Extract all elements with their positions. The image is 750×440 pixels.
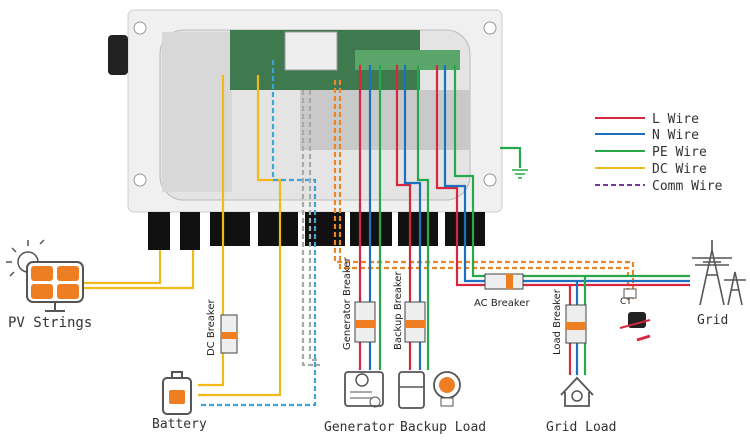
generator-label: Generator — [324, 420, 395, 435]
backup-load-label: Backup Load — [400, 420, 486, 435]
legend-label-comm: Comm Wire — [652, 179, 723, 194]
pv-panel-icon — [6, 239, 84, 312]
grid-label: Grid — [697, 313, 728, 328]
ct-sensor-icon — [619, 288, 651, 342]
load-breaker-label: Load Breaker — [552, 288, 563, 355]
dc-breaker-label: DC Breaker — [206, 299, 217, 356]
legend-label-l: L Wire — [652, 112, 699, 127]
grid-load-label: Grid Load — [546, 420, 616, 435]
inverter-unit — [108, 9, 503, 250]
generator-breaker-label: Generator Breaker — [342, 256, 353, 350]
house-icon — [560, 376, 594, 407]
legend: L Wire N Wire PE Wire DC Wire Comm Wire — [595, 112, 723, 194]
dc-breaker — [220, 314, 238, 354]
ac-breaker — [484, 273, 524, 290]
legend-label-dc: DC Wire — [652, 162, 707, 177]
power-tower-icon — [692, 240, 746, 306]
battery-icon — [162, 371, 192, 415]
ac-breaker-label: AC Breaker — [474, 298, 530, 309]
rotary-switch — [108, 35, 128, 75]
wires — [60, 60, 690, 407]
battery-label: Battery — [152, 417, 207, 432]
backup-breaker — [404, 301, 426, 343]
lightbulb-icon — [433, 371, 461, 407]
pv-label: PV Strings — [8, 315, 92, 331]
ct-label: CT — [620, 297, 632, 307]
generator-icon — [344, 371, 384, 408]
load-breaker — [565, 304, 587, 344]
legend-label-pe: PE Wire — [652, 145, 707, 160]
fridge-icon — [398, 371, 425, 409]
backup-breaker-label: Backup Breaker — [393, 271, 404, 350]
generator-breaker — [354, 301, 376, 343]
legend-label-n: N Wire — [652, 128, 699, 143]
